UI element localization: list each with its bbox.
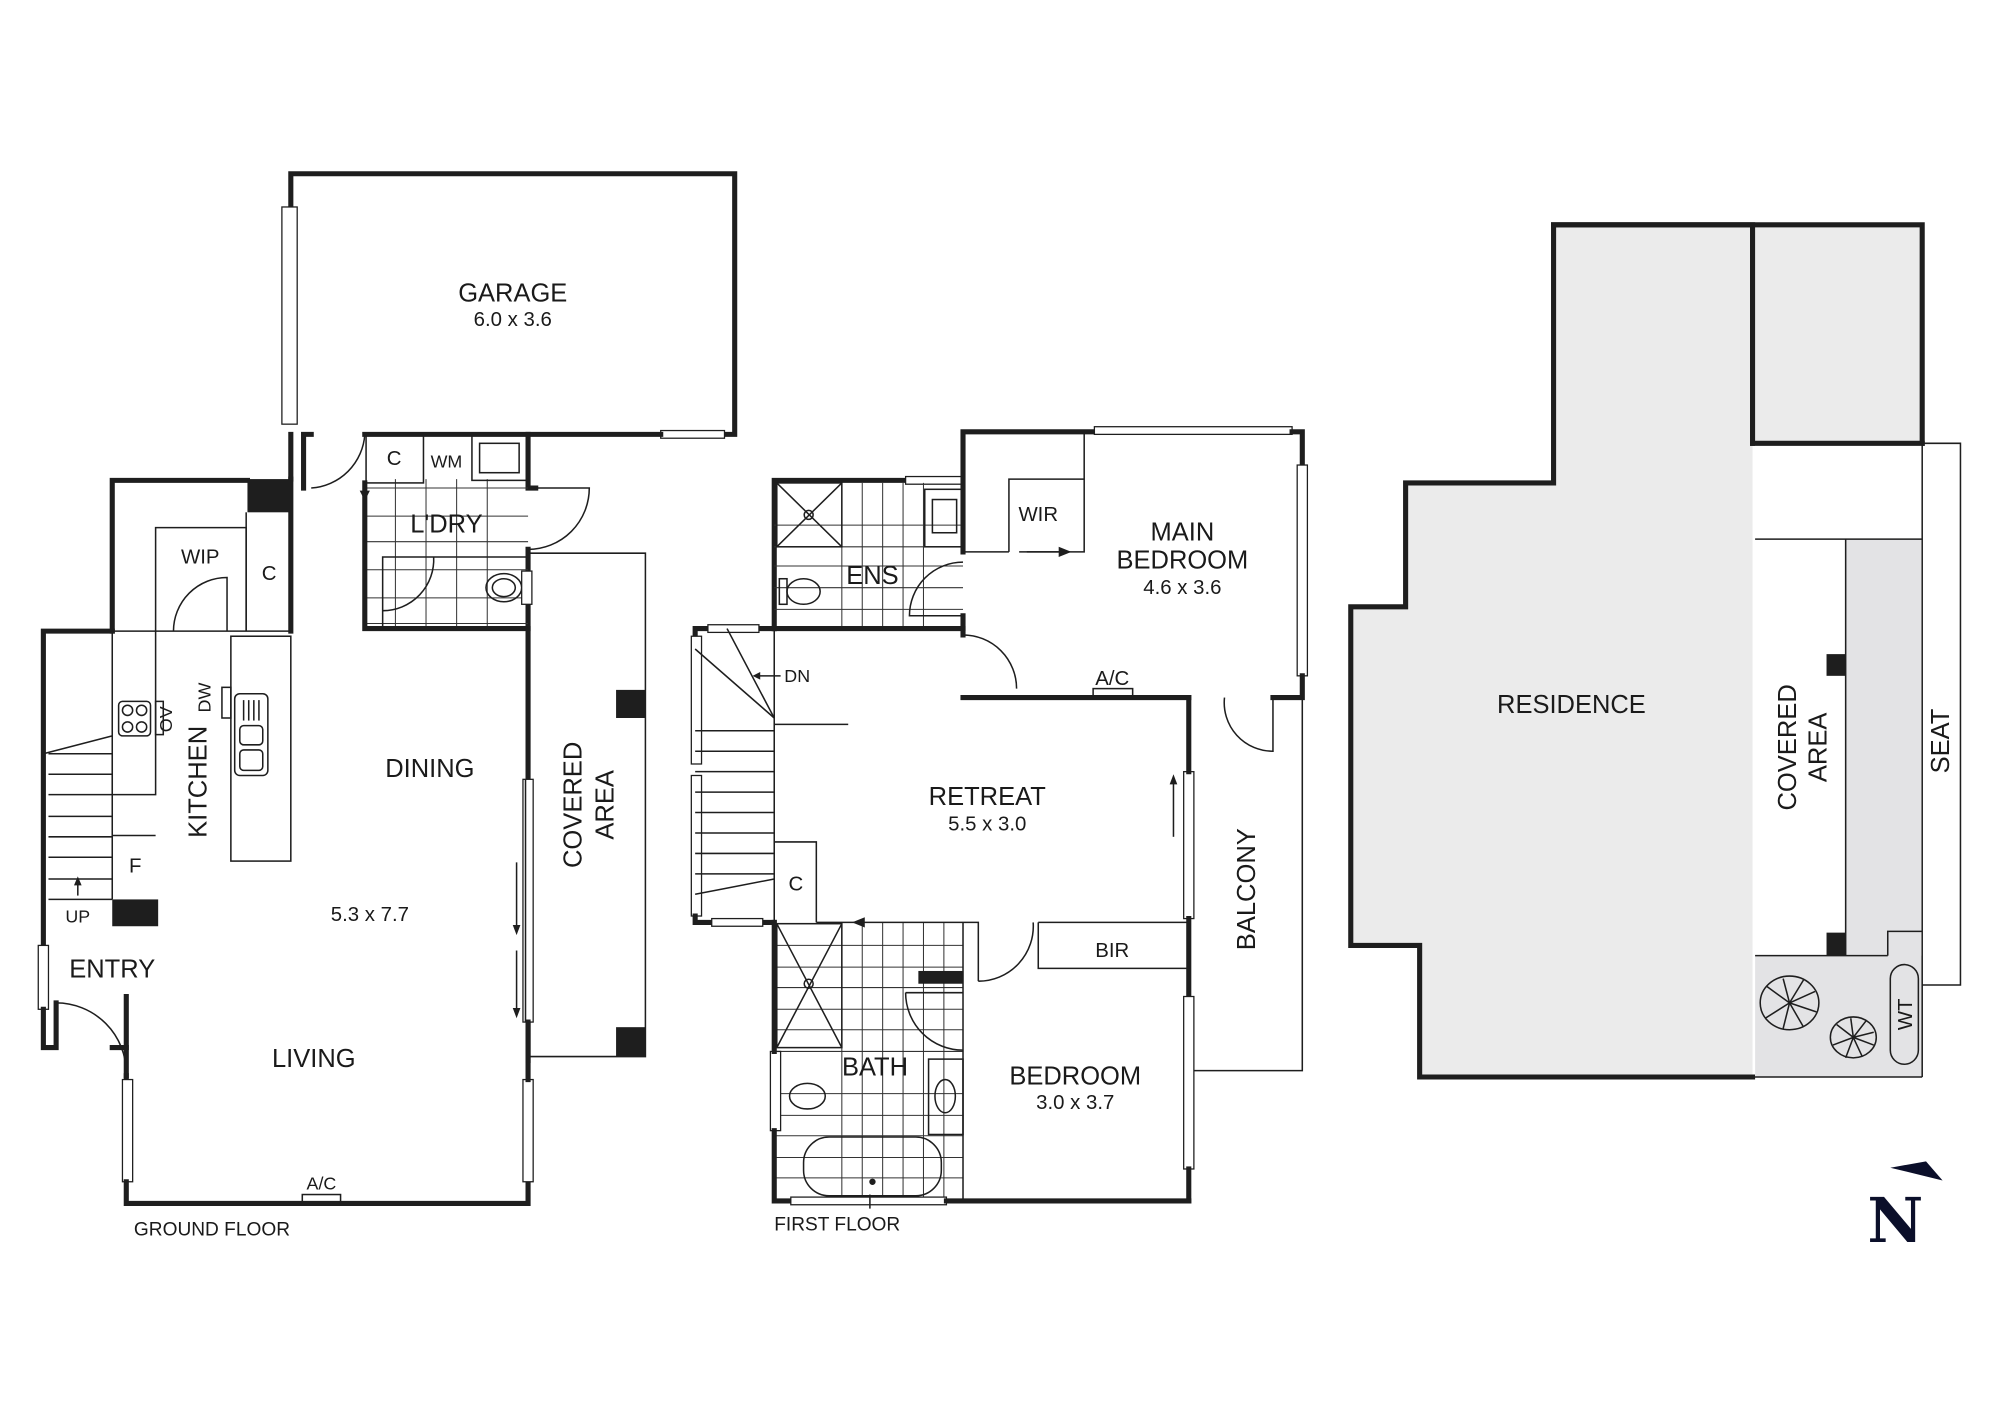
bedroom-label: BEDROOM: [1009, 1063, 1141, 1091]
seat-label: SEAT: [1927, 709, 1955, 774]
north-arrow-icon: [1890, 1161, 1943, 1181]
living-dining-dims: 5.3 x 7.7: [331, 904, 409, 926]
covered-area-label-2: AREA: [592, 770, 620, 840]
stairs-up-label: UP: [65, 906, 90, 926]
main-bedroom-room: WIR A/C MAIN BEDROOM 4.6 x 3.6: [960, 426, 1309, 701]
living-label: LIVING: [272, 1045, 356, 1073]
sink-icon: [233, 692, 269, 777]
laundry-cupboard-label: C: [387, 448, 402, 470]
wip-label: WIP: [181, 546, 220, 568]
covered-area-label-1: COVERED: [1774, 684, 1802, 810]
ensuite-label: ENS: [846, 562, 898, 590]
first-floor: ENS WIR A/C MAIN BEDROOM 4.6 x 3.6: [690, 426, 1309, 1235]
window: [660, 429, 726, 439]
covered-area-label-1: COVERED: [560, 742, 588, 868]
balcony-label: BALCONY: [1233, 828, 1261, 950]
bir-label: BIR: [1095, 940, 1129, 962]
retreat-label: RETREAT: [929, 783, 1046, 811]
arrow-icon: [1058, 546, 1072, 558]
kitchen-island: [230, 635, 292, 862]
up-arrow-icon: [73, 876, 82, 886]
bedroom-room: BIR BEDROOM 3.0 x 3.7: [963, 916, 1195, 1204]
living-dining-room: A/C DINING 5.3 x 7.7 LIVING GROUND FLOOR: [121, 755, 534, 1240]
north-label: N: [1867, 1185, 1923, 1257]
ensuite-room: ENS: [771, 475, 966, 632]
ground-floor-caption: GROUND FLOOR: [134, 1219, 290, 1240]
ac-label: A/C: [307, 1173, 337, 1193]
garage-label: GARAGE: [458, 279, 567, 307]
arrow-icon: [512, 1008, 521, 1019]
kitchen-label: KITCHEN: [185, 726, 213, 838]
laundry-room: C WM L'DRY: [288, 431, 591, 1063]
stairs-entry: UP ENTRY: [37, 628, 159, 1079]
basin-icon: [934, 1078, 957, 1114]
cupboard-label: C: [262, 563, 277, 585]
first-floor-caption: FIRST FLOOR: [774, 1214, 900, 1235]
bathtub-icon: [802, 1136, 943, 1197]
stairs-down-label: DN: [784, 666, 810, 686]
residence-roof: [1350, 226, 1923, 1077]
water-tank-label: WT: [1895, 999, 1917, 1031]
residence-label: RESIDENCE: [1497, 691, 1646, 719]
toilet-icon: [788, 1082, 827, 1110]
fridge-label: F: [129, 856, 141, 878]
down-arrow-icon: [752, 672, 761, 680]
tree-icon: [1829, 1016, 1878, 1059]
main-bedroom-label-2: BEDROOM: [1117, 547, 1249, 575]
main-bedroom-dims: 4.6 x 3.6: [1143, 577, 1221, 599]
retreat-room: DN C RETREAT 5.5 x 3.0: [690, 624, 1195, 927]
balcony: BALCONY: [1193, 697, 1304, 1072]
toilet-icon: [786, 577, 821, 606]
seat: [1922, 442, 1962, 986]
kitchen-area: WIP C OV DW KITCHEN F: [109, 476, 294, 878]
washing-machine-label: WM: [431, 452, 463, 472]
covered-area-label-2: AREA: [1805, 713, 1833, 783]
covered-area-ground: COVERED AREA: [528, 552, 647, 1058]
shower-icon: [776, 482, 843, 548]
water-tank: [1889, 963, 1920, 1065]
tree-icon: [1759, 975, 1820, 1031]
garage-door: [281, 206, 298, 425]
wir-label: WIR: [1018, 504, 1058, 526]
bedroom-dims: 3.0 x 3.7: [1036, 1092, 1114, 1114]
arrow-icon: [512, 924, 521, 936]
ac-unit: [301, 1193, 342, 1205]
north-compass: N: [1867, 1161, 1943, 1257]
site-plan: RESIDENCE COVERED AREA SEAT WT: [1348, 222, 1962, 1080]
arrow-icon: [1169, 774, 1178, 785]
dining-label: DINING: [385, 755, 474, 783]
laundry-label: L'DRY: [410, 511, 482, 539]
retreat-cupboard-label: C: [789, 873, 804, 895]
ground-floor: GARAGE 6.0 x 3.6: [37, 171, 738, 1240]
garage-dims: 6.0 x 3.6: [474, 309, 552, 331]
bath-label: BATH: [842, 1054, 908, 1082]
cooktop-icon: [117, 700, 152, 737]
garage-room: GARAGE 6.0 x 3.6: [281, 171, 738, 439]
bath-room: BATH FIRST FLOOR: [769, 917, 1192, 1235]
main-bedroom-label-1: MAIN: [1151, 518, 1215, 546]
oven-label: OV: [156, 706, 176, 732]
arrow-icon: [852, 917, 865, 928]
entry-label: ENTRY: [69, 955, 155, 983]
retreat-dims: 5.5 x 3.0: [948, 813, 1026, 835]
ac-label: A/C: [1095, 668, 1129, 690]
dishwasher-label: DW: [194, 683, 214, 713]
